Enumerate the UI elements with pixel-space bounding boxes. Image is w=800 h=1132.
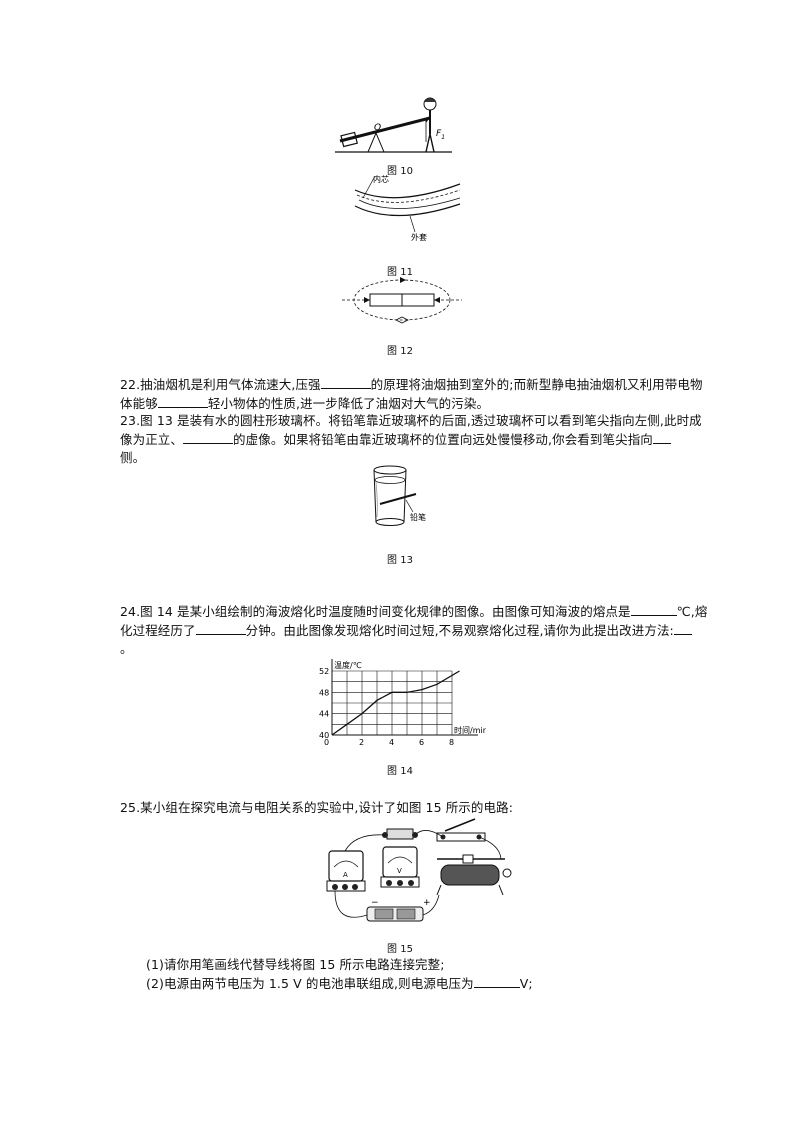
force-subscript: 1: [441, 134, 445, 141]
x-tick-label: 6: [419, 738, 424, 747]
battery-pack: − +: [366, 898, 431, 922]
figure-11-cable: 内芯 外套: [354, 174, 461, 242]
x-tick-label: 2: [359, 738, 364, 747]
rheostat: [436, 854, 512, 896]
x-axis-label: 时间/min: [454, 725, 486, 735]
figure-10-caption: 图 10: [387, 166, 413, 177]
q24-blank-3[interactable]: [673, 622, 692, 635]
q22-blank-1[interactable]: [320, 376, 371, 389]
q25-line1: 25.某小组在探究电流与电阻关系的实验中,设计了如图 15 所示的电路:: [120, 800, 514, 815]
q23-line2-b: 的虚像。如果将铅笔由靠近玻璃杯的位置向远处慢慢移动,你会看到笔尖指向: [233, 431, 653, 447]
q25-sub2-b: V;: [519, 975, 533, 991]
q24-line1-a: 24.图 14 是某小组绘制的海波熔化时温度随时间变化规律的图像。由图像可知海波…: [120, 604, 631, 619]
q23-line3: 侧。: [120, 450, 146, 465]
fulcrum-label: O: [374, 123, 381, 133]
figure-12-field: [342, 277, 462, 324]
question-23: 23.图 13 是装有水的圆柱形玻璃杯。将铅笔靠近玻璃杯的后面,透过玻璃杯可以看…: [120, 412, 702, 468]
q24-line2-b: 分钟。由此图像发现熔化时间过短,不易观察熔化过程,请你为此提出改进方法:: [245, 622, 674, 638]
q22-line2-b: 轻小物体的性质,进一步降低了油烟对大气的污染。: [207, 395, 490, 411]
q25-sub1: (1)请你用笔画线代替导线将图 15 所示电路连接完整;: [146, 957, 445, 972]
figure-12-caption: 图 12: [387, 346, 413, 357]
q23-line1: 23.图 13 是装有水的圆柱形玻璃杯。将铅笔靠近玻璃杯的后面,透过玻璃杯可以看…: [120, 413, 702, 428]
svg-text:F1: F1: [436, 129, 445, 141]
y-tick-label: 52: [319, 667, 329, 676]
voltmeter-label: V: [397, 867, 402, 875]
switch: [436, 818, 486, 842]
outer-sheath-label: 外套: [411, 232, 427, 242]
y-axis-label: 温度/℃: [334, 660, 362, 670]
q24-line3: 。: [120, 641, 133, 656]
question-25-subparts: (1)请你用笔画线代替导线将图 15 所示电路连接完整; (2)电源由两节电压为…: [146, 956, 533, 993]
q22-line1-a: 22.抽油烟机是利用气体流速大,压强: [120, 377, 321, 392]
q23-blank-1[interactable]: [183, 431, 234, 444]
ammeter-label: A: [343, 871, 348, 879]
figure-15-caption: 图 15: [387, 944, 413, 955]
q25-blank-1[interactable]: [473, 975, 520, 988]
question-25: 25.某小组在探究电流与电阻关系的实验中,设计了如图 15 所示的电路:: [120, 799, 513, 818]
question-22: 22.抽油烟机是利用气体流速大,压强 的原理将油烟抽到室外的;而新型静电抽油烟机又…: [120, 376, 703, 413]
figure-13-caption: 图 13: [387, 555, 413, 566]
y-tick-label: 40: [319, 731, 329, 740]
q22-line1-b: 的原理将油烟抽到室外的;而新型静电抽油烟机又利用带电物: [370, 377, 703, 392]
q23-blank-2[interactable]: [652, 431, 671, 444]
q25-sub2-a: (2)电源由两节电压为 1.5 V 的电池串联组成,则电源电压为: [146, 975, 474, 991]
question-24: 24.图 14 是某小组绘制的海波熔化时温度随时间变化规律的图像。由图像可知海波…: [120, 603, 707, 659]
q24-line2-a: 化过程经历了: [120, 622, 196, 638]
battery-minus-label: −: [371, 898, 379, 908]
figure-10-lever: O F1: [335, 97, 452, 153]
figure-13-glass: 铅笔: [373, 465, 426, 526]
figure-14-caption: 图 14: [387, 766, 413, 777]
force-label: F: [436, 129, 442, 139]
x-tick-label: 4: [389, 738, 394, 747]
battery-plus-label: +: [423, 898, 431, 908]
figure-14-chart: 0 2 4 6 8 40 44 48 52 时间/min 温度/℃: [319, 659, 486, 747]
figure-15-circuit: A V − +: [326, 818, 512, 922]
q22-line2-a: 体能够: [120, 395, 158, 411]
q24-line1-b: ℃,熔: [676, 604, 708, 619]
x-tick-label: 0: [324, 738, 329, 747]
figure-11-caption: 图 11: [387, 267, 413, 278]
x-tick-label: 8: [449, 738, 454, 747]
q24-blank-2[interactable]: [195, 622, 246, 635]
y-tick-label: 44: [319, 710, 329, 719]
temperature-curve: [331, 670, 460, 736]
q23-line2-a: 像为正立、: [120, 431, 184, 447]
q24-blank-1[interactable]: [630, 603, 677, 616]
ammeter: A: [326, 850, 366, 892]
y-tick-label: 48: [319, 688, 329, 697]
voltmeter: V: [380, 846, 420, 888]
inner-core-label: 内芯: [373, 174, 389, 184]
pencil-label: 铅笔: [410, 512, 426, 522]
fixed-resistor: [382, 828, 418, 840]
q22-blank-2[interactable]: [157, 395, 208, 408]
